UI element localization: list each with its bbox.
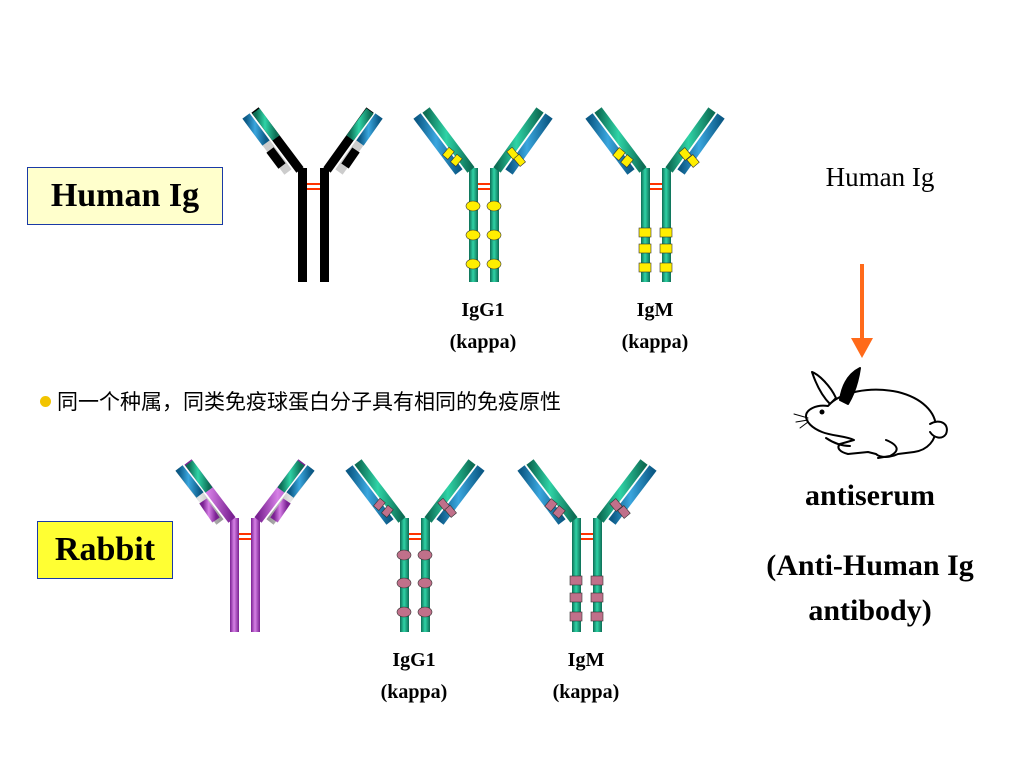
bullet-dot-icon [40,395,51,407]
rabbit-igg1-caption: IgG1 (kappa) [354,644,474,708]
rabbit-generic-antibody [175,459,315,632]
human-igg1-caption: IgG1 (kappa) [423,294,543,358]
down-arrow-icon [851,264,873,358]
rabbit-igg1-antibody [345,459,485,632]
human-ig-label-box: Human Ig [27,167,223,225]
anti-human-ig-line1: (Anti-Human Ig [766,549,974,582]
human-igg1-caption-line1: IgG1 [461,299,505,321]
rabbit-label: Rabbit [54,531,156,568]
human-igm-caption-line1: IgM [636,299,674,321]
human-igm-antibody [585,107,725,282]
rabbit-igg1-caption-line2: (kappa) [380,681,448,703]
human-igm-caption-line2: (kappa) [621,331,689,353]
rabbit-igm-caption-line2: (kappa) [552,681,620,703]
rabbit-illustration [793,367,948,459]
human-ig-text: Human Ig [825,162,935,192]
bullet-text: 同一个种属，同类免疫球蛋白分子具有相同的免疫原性 [57,390,561,414]
rabbit-igm-antibody [517,459,657,632]
rabbit-igg1-caption-line1: IgG1 [392,649,436,671]
human-igg1-antibody [413,107,553,282]
antiserum-label: antiserum [805,479,935,512]
bullet-statement: 同一个种属，同类免疫球蛋白分子具有相同的免疫原性 [40,386,561,416]
human-igg1-caption-line2: (kappa) [449,331,517,353]
human-generic-antibody [242,107,383,282]
rabbit-label-box: Rabbit [37,521,173,579]
anti-human-ig-line2: antibody) [808,594,932,627]
human-igm-caption: IgM (kappa) [595,294,715,358]
human-ig-label: Human Ig [50,177,200,214]
rabbit-igm-caption: IgM (kappa) [526,644,646,708]
rabbit-igm-caption-line1: IgM [567,649,605,671]
